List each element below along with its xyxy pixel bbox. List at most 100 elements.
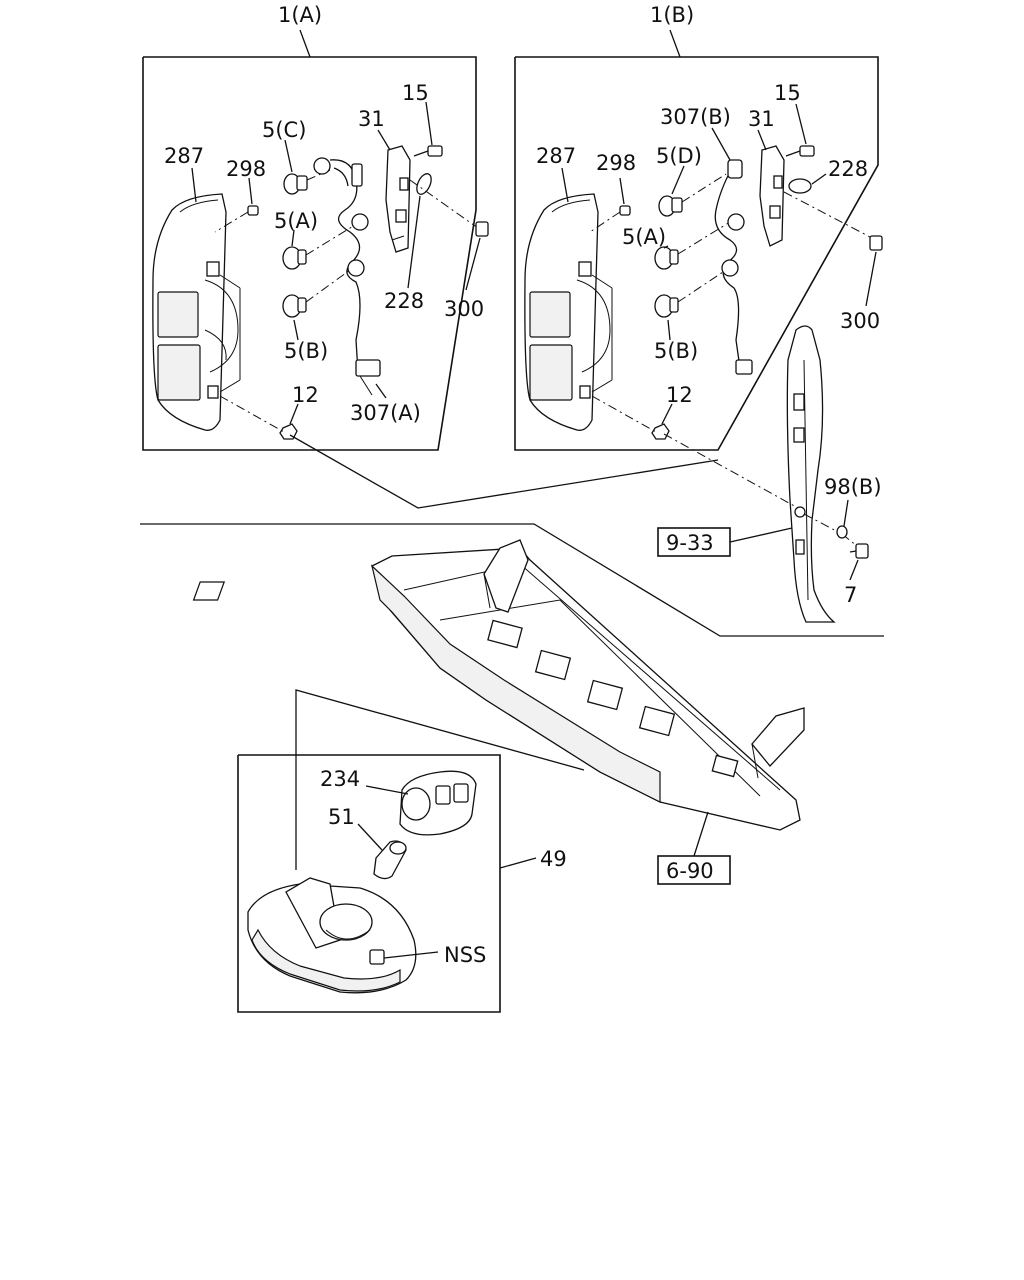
left-clip-leader	[465, 237, 481, 291]
right-unit-frame	[514, 56, 879, 451]
housing-label: NSS	[444, 943, 486, 967]
left-screw-label: 15	[402, 81, 429, 105]
right-clip-leader	[865, 251, 877, 307]
panel-ref-leader	[729, 527, 793, 543]
left-nut-label: 12	[292, 383, 319, 407]
left-nut	[219, 395, 298, 440]
left-clip	[475, 221, 489, 237]
bolt	[849, 543, 869, 581]
license-lamp-connection	[295, 689, 585, 870]
left-bracket-leader	[377, 129, 391, 151]
license-lamp-frame	[237, 754, 501, 1013]
left-bracket-label: 31	[358, 107, 385, 131]
washer	[836, 499, 849, 539]
left-grommet	[214, 205, 259, 233]
right-assembly-label: 1(B)	[650, 3, 694, 27]
rear-bumper	[192, 539, 805, 831]
right-grommet-leader	[619, 177, 625, 205]
right-bracket	[759, 145, 785, 247]
license-lamp-socket	[365, 770, 477, 836]
left-gasket-label: 228	[384, 289, 424, 313]
right-bulb-b-label: 5(B)	[654, 339, 698, 363]
bumper-ref-box: 6-90	[657, 855, 731, 885]
right-bulb-a	[654, 221, 731, 270]
right-nut-label: 12	[666, 383, 693, 407]
left-screw	[413, 145, 443, 157]
right-screw	[785, 145, 815, 157]
left-bulb-b-label: 5(B)	[284, 339, 328, 363]
right-bulb-b	[654, 269, 727, 318]
left-clip-label: 300	[444, 297, 484, 321]
section-line	[140, 523, 884, 637]
right-harness-label: 307(B)	[660, 105, 731, 129]
license-lamp-label: 49	[540, 847, 567, 871]
bumper-ref-label: 6-90	[666, 859, 714, 883]
left-grommet-leader	[248, 177, 253, 205]
license-lamp	[237, 689, 585, 1013]
left-lens-leader	[191, 167, 197, 203]
left-bulb-c	[283, 169, 331, 195]
license-lamp-bulb	[357, 823, 407, 880]
right-assembly-leader	[669, 29, 681, 58]
right-grommet	[589, 205, 631, 233]
left-bulb-b-leader	[293, 319, 299, 341]
right-nut-leader	[661, 403, 673, 425]
left-bulb-c-leader	[284, 139, 293, 173]
right-screw-label: 15	[774, 81, 801, 105]
right-gasket-leader	[811, 173, 827, 185]
right-clip	[869, 235, 883, 251]
right-lens-label: 287	[536, 144, 576, 168]
left-tail-lamp-lens	[152, 193, 241, 431]
left-nut-leader	[289, 403, 299, 425]
left-harness-leader	[375, 383, 387, 399]
bolt-label: 7	[844, 583, 857, 607]
right-bracket-leader	[757, 129, 767, 151]
unit-connection-line	[289, 434, 719, 509]
left-unit	[142, 29, 489, 451]
right-unit	[514, 29, 883, 451]
left-assembly-label: 1(A)	[278, 3, 322, 27]
right-nut	[591, 395, 670, 440]
license-lamp-leader	[499, 857, 537, 869]
right-bulb-a-label: 5(A)	[622, 225, 666, 249]
right-screw-leader	[795, 103, 807, 145]
left-bulb-b	[282, 269, 351, 318]
right-gasket	[783, 178, 873, 239]
right-bulb-d-label: 5(D)	[656, 144, 702, 168]
left-harness-label: 307(A)	[350, 401, 421, 425]
left-screw-leader	[425, 101, 433, 146]
license-lamp-housing	[247, 877, 439, 994]
left-harness	[313, 157, 381, 396]
right-bracket-label: 31	[748, 107, 775, 131]
left-lens-label: 287	[164, 144, 204, 168]
right-bulb-b-leader	[667, 319, 671, 341]
panel-ref-box: 9-33	[657, 527, 731, 557]
left-bulb-a-label: 5(A)	[274, 209, 318, 233]
right-gasket-label: 228	[828, 157, 868, 181]
socket-label: 234	[320, 767, 360, 791]
body-panel	[663, 325, 863, 623]
right-tail-lamp-lens	[524, 193, 613, 431]
right-grommet-label: 298	[596, 151, 636, 175]
left-bulb-a-leader	[291, 229, 295, 247]
right-harness-leader	[711, 127, 731, 161]
bulb-label: 51	[328, 805, 355, 829]
right-harness	[714, 159, 753, 375]
right-bulb-d	[658, 173, 727, 217]
right-bulb-a-leader	[663, 245, 669, 249]
left-bulb-a	[282, 224, 356, 270]
left-grommet-label: 298	[226, 157, 266, 181]
left-assembly-leader	[299, 29, 311, 58]
bumper-ref-leader	[693, 811, 709, 857]
left-gasket-leader	[407, 195, 421, 289]
right-lens-leader	[561, 167, 569, 203]
panel-ref-label: 9-33	[666, 531, 714, 555]
left-bracket	[385, 145, 411, 253]
right-clip-label: 300	[840, 309, 880, 333]
left-gasket	[409, 173, 479, 229]
left-bulb-c-label: 5(C)	[262, 118, 306, 142]
right-bulb-d-leader	[671, 165, 685, 195]
left-unit-frame	[142, 56, 477, 451]
